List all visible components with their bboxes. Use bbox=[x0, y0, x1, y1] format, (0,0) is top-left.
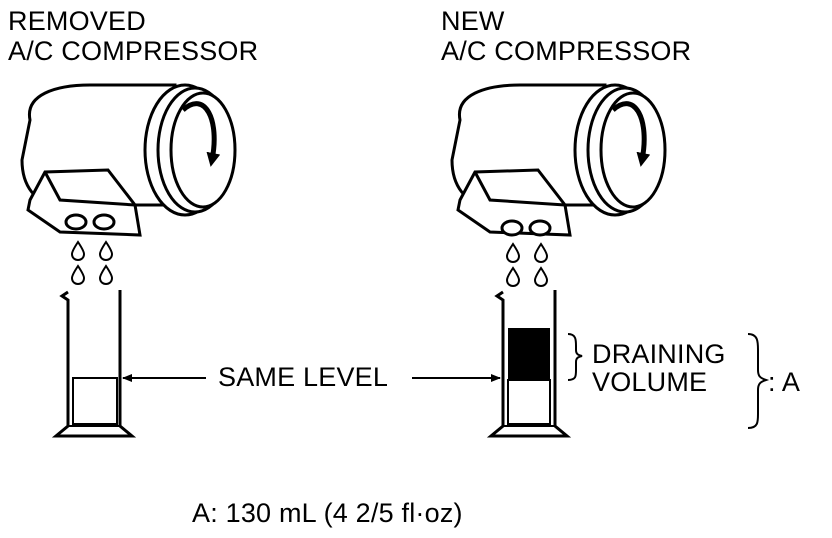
removed-oil-cylinder bbox=[51, 290, 137, 438]
new-compressor-title-line2: A/C COMPRESSOR bbox=[441, 36, 692, 66]
footnote-volume-spec: A: 130 mL (4 2/5 fl·oz) bbox=[192, 498, 463, 528]
draining-volume-fill bbox=[508, 328, 550, 380]
new-compressor-illustration bbox=[450, 83, 667, 237]
removed-compressor-title-line1: REMOVED bbox=[8, 6, 146, 36]
new-compressor-title-line1: NEW bbox=[441, 6, 505, 36]
volume-marker-label: : A bbox=[768, 367, 801, 397]
draining-volume-label-line1: DRAINING bbox=[592, 339, 726, 369]
removed-compressor-illustration bbox=[20, 83, 237, 237]
volume-a-brace bbox=[747, 333, 770, 429]
same-level-label: SAME LEVEL bbox=[218, 362, 389, 392]
draining-volume-brace bbox=[567, 333, 583, 381]
draining-volume-label-line2: VOLUME bbox=[592, 367, 708, 397]
removed-compressor-title-line2: A/C COMPRESSOR bbox=[8, 36, 259, 66]
new-oil-cylinder bbox=[486, 290, 572, 438]
